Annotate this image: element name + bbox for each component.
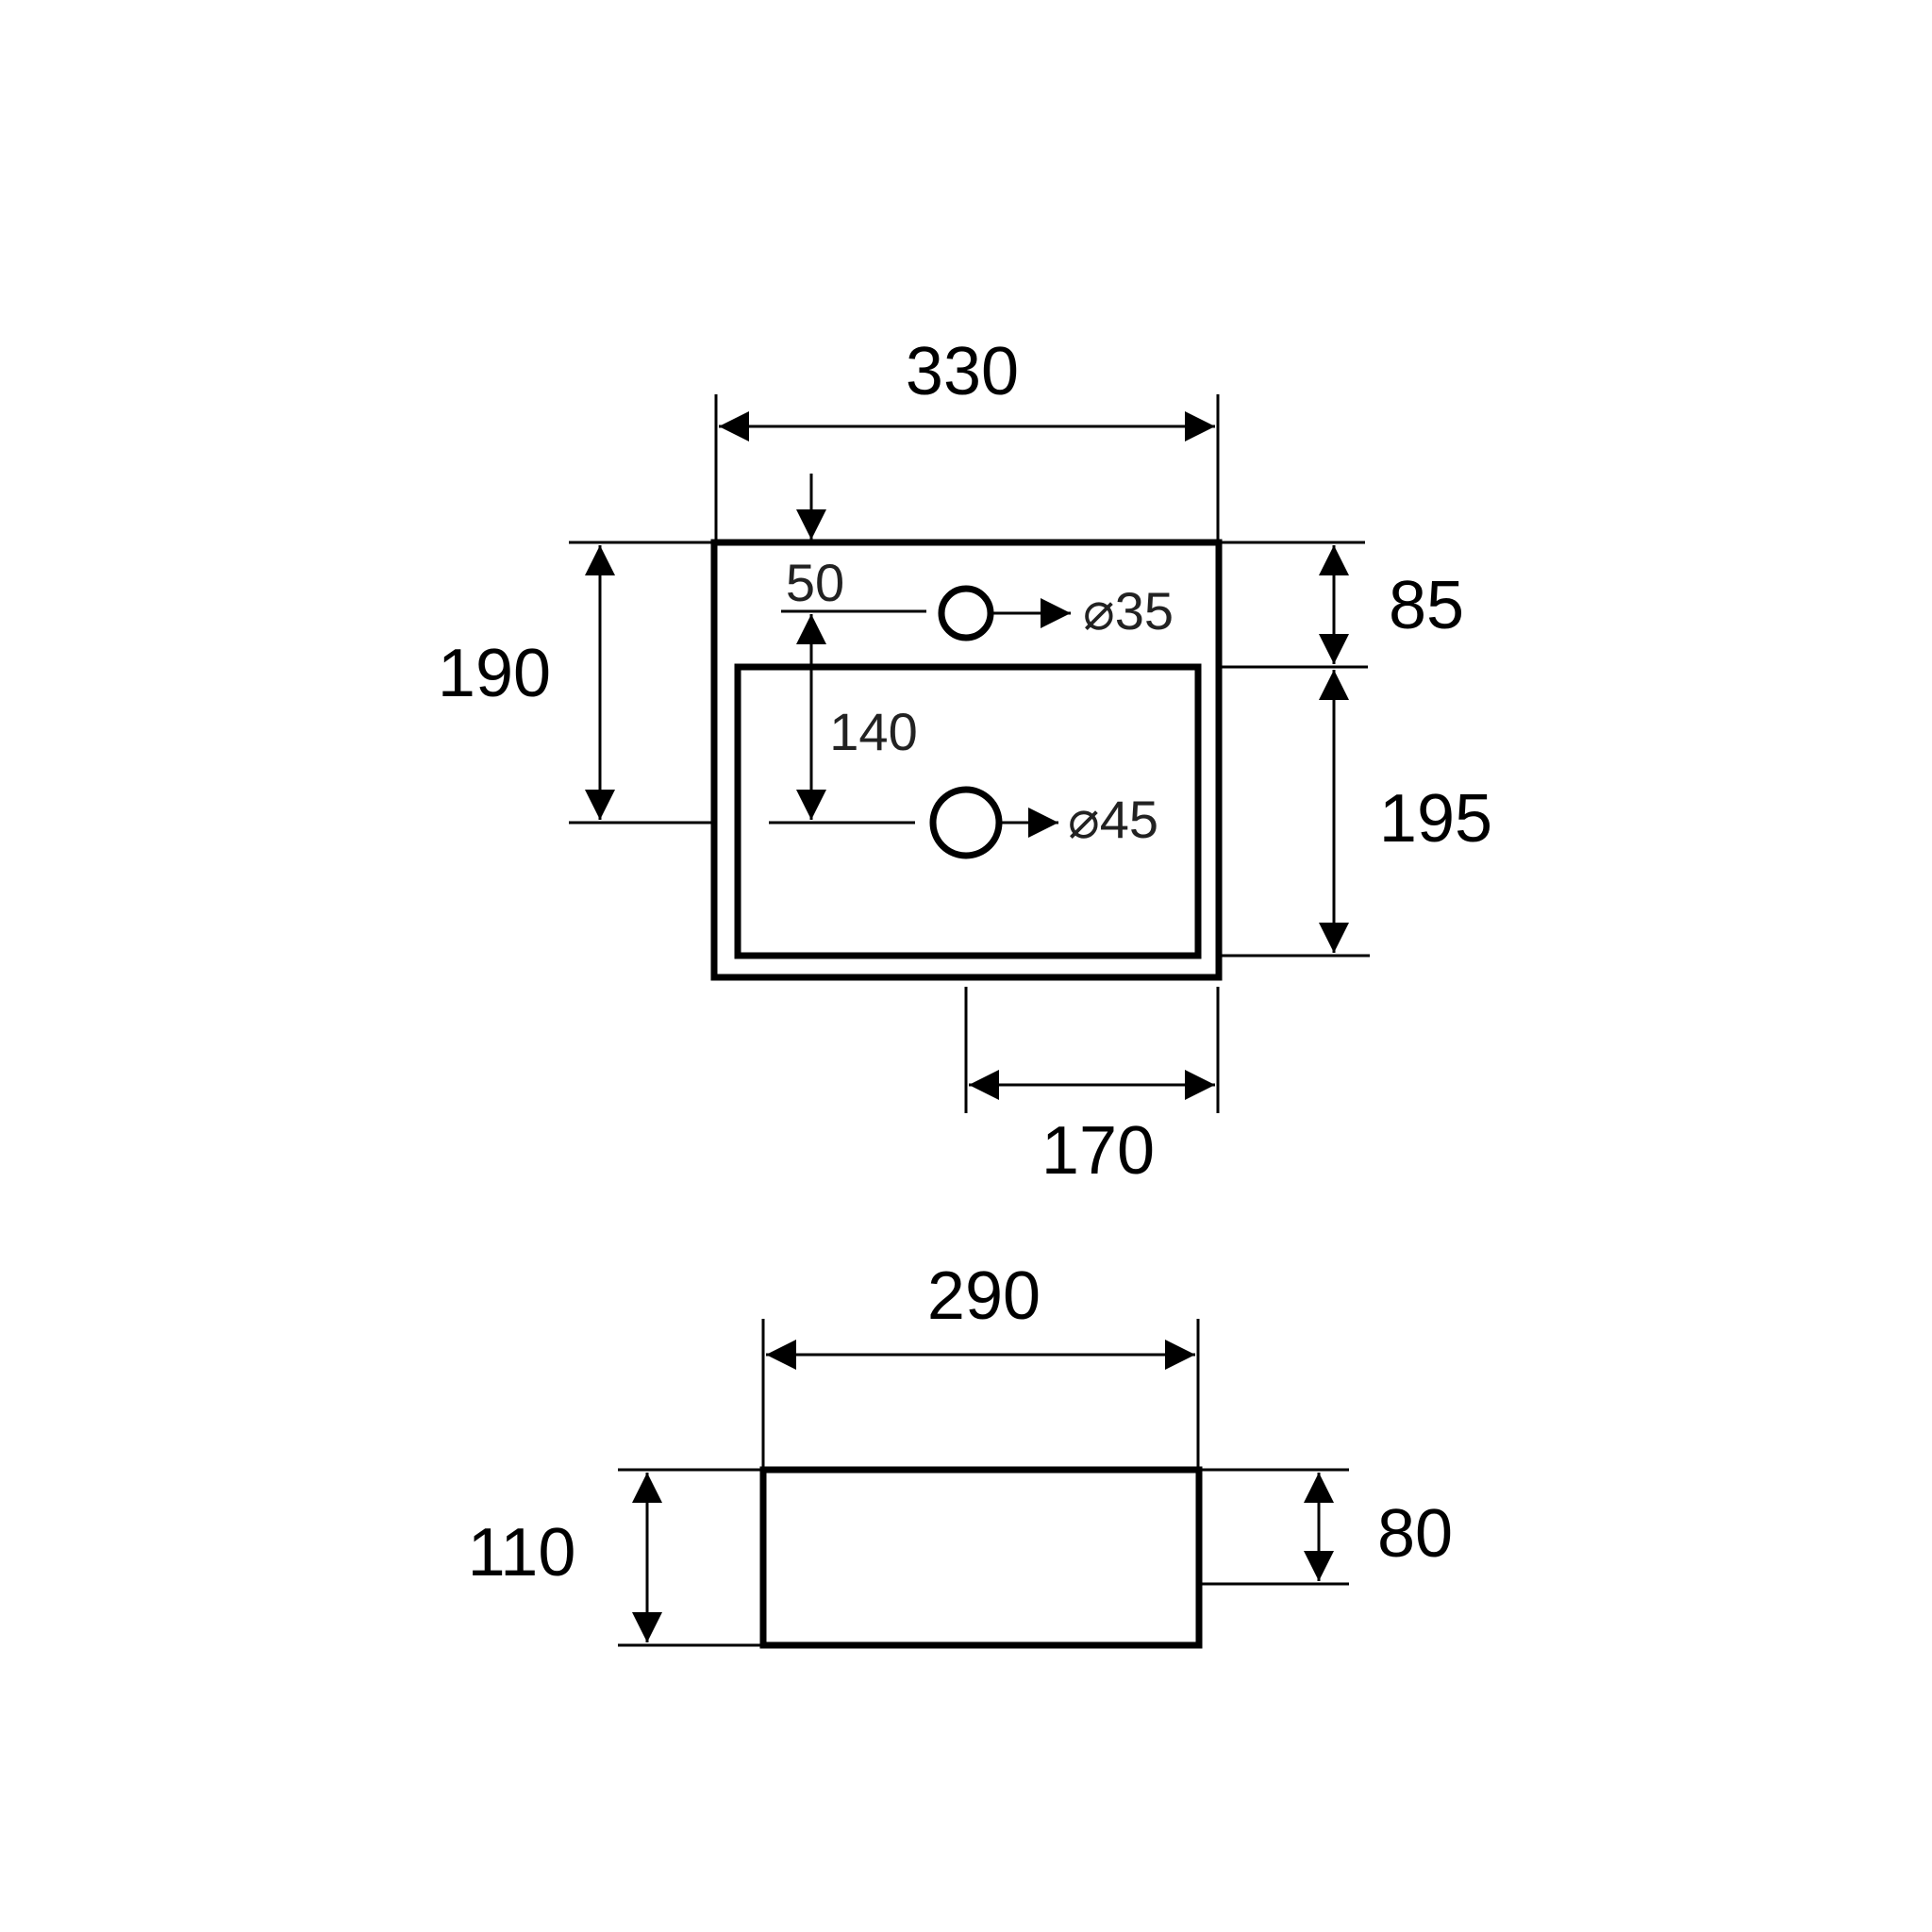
label-side-width: 290	[927, 1258, 1041, 1334]
side-view: 290 110 80	[468, 1258, 1453, 1649]
label-drain-offset: 170	[1041, 1113, 1155, 1189]
label-basin-depth: 195	[1379, 781, 1492, 857]
basin-inner-bowl	[734, 663, 1202, 959]
label-tap-hole-offset: 50	[786, 553, 844, 612]
label-tap-hole-diameter: ⌀35	[1083, 581, 1174, 641]
label-side-height: 110	[468, 1515, 576, 1591]
basin-outer-outline	[710, 539, 1223, 981]
tap-hole-circle	[938, 585, 994, 641]
drain-circle	[929, 786, 1003, 859]
label-overall-depth: 190	[438, 636, 551, 711]
label-overall-width: 330	[906, 334, 1019, 409]
side-view-outline	[759, 1466, 1203, 1649]
label-bowl-height: 80	[1377, 1496, 1453, 1572]
label-drain-diameter: ⌀45	[1068, 790, 1158, 849]
label-rim-depth: 85	[1389, 568, 1464, 643]
top-view: 330 190 85 195 170 50 140 ⌀35 ⌀45	[438, 334, 1492, 1189]
label-drain-from-tap: 140	[829, 702, 917, 761]
